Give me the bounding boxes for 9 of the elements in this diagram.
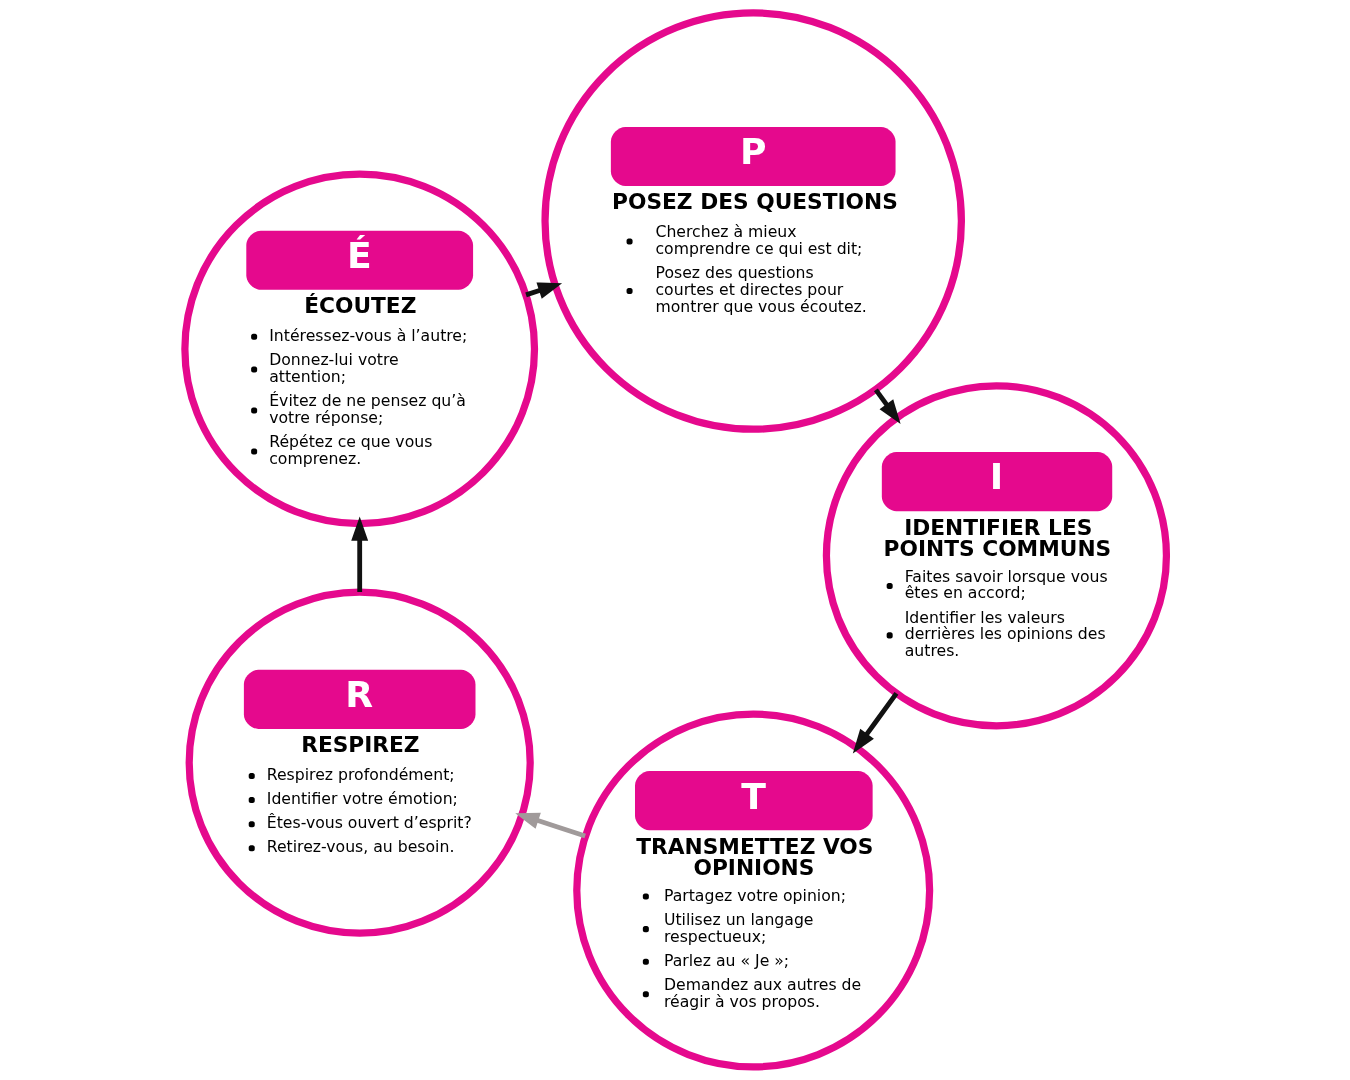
arrow [852, 691, 898, 754]
arrow [514, 812, 586, 839]
node-circle: P POSEZ DES QUESTIONS Cherchez à mieux comprendre ce qui est dit; Posez des questions courtes et directes pour montrer que vous écoutez. [540, 9, 965, 433]
arrow [873, 388, 901, 424]
node-circle: É ÉCOUTEZ Intéressez-vous à l’autre; Donnez-lui votre attention; Évitez de ne pensez qu’à votre réponse; Répétez ce que vous comprenez. [180, 170, 538, 528]
node-circle: I IDENTIFIER LES POINTS COMMUNS Faites savoir lorsque vous êtes en accord; Identifier les valeurs derrières les opinions des autres. [822, 382, 1170, 730]
node-circle: T TRANSMETTEZ VOS OPINIONS Partagez votre opinion; Utilisez un langage respectueux; Parlez au « Je »; Demandez aux autres de réagir à vos propos. [572, 710, 933, 1071]
node-circle: R RESPIREZ Respirez profondément; Identifier votre émotion; Êtes-vous ouvert d’esprit? Retirez-vous, au besoin. [185, 588, 534, 937]
arrow [350, 516, 368, 592]
